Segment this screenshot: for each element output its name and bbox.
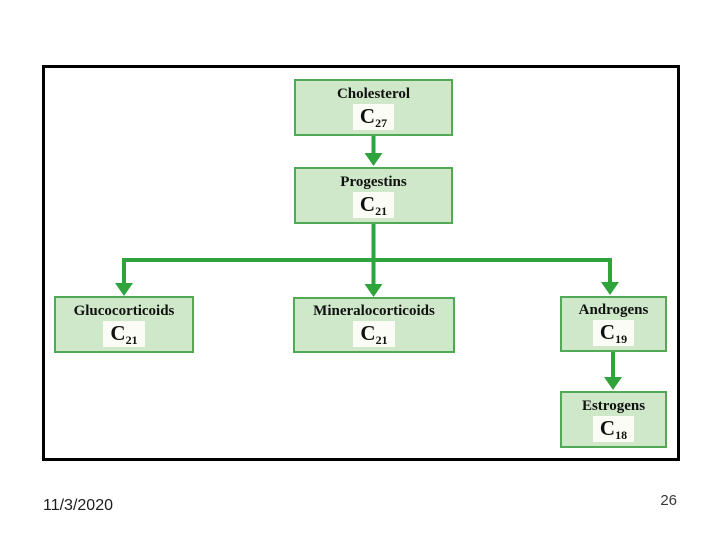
formula-base: C [110,320,126,345]
node-mineralocorticoids: Mineralocorticoids C21 [293,297,455,353]
carbon-count: C21 [353,321,395,347]
node-label: Progestins [340,173,407,190]
carbon-count: C21 [352,191,395,218]
carbon-count: C18 [592,415,635,442]
formula-base: C [359,103,376,128]
formula-base: C [599,320,616,344]
node-cholesterol: Cholesterol C27 [294,79,453,136]
formula-base: C [359,191,376,216]
node-androgens: Androgens C19 [560,296,667,352]
carbon-count: C21 [103,320,145,347]
slide-page-number: 26 [660,492,677,509]
formula-subscript: 21 [125,332,138,347]
formula-base: C [360,321,376,345]
carbon-count: C19 [592,320,635,346]
formula-subscript: 18 [615,427,628,442]
node-estrogens: Estrogens C18 [560,391,667,448]
node-label: Mineralocorticoids [313,303,435,319]
node-label: Cholesterol [336,85,411,102]
formula-subscript: 21 [375,203,388,218]
carbon-count: C27 [352,103,395,130]
formula-subscript: 19 [615,332,628,346]
formula-subscript: 27 [375,115,388,130]
node-progestins: Progestins C21 [294,167,453,224]
node-label: Estrogens [581,397,646,414]
formula-subscript: 21 [375,333,388,347]
node-label: Glucocorticoids [73,302,175,319]
formula-base: C [599,415,616,440]
node-glucocorticoids: Glucocorticoids C21 [54,296,194,353]
node-label: Androgens [578,302,649,318]
slide-date: 11/3/2020 [43,497,113,514]
